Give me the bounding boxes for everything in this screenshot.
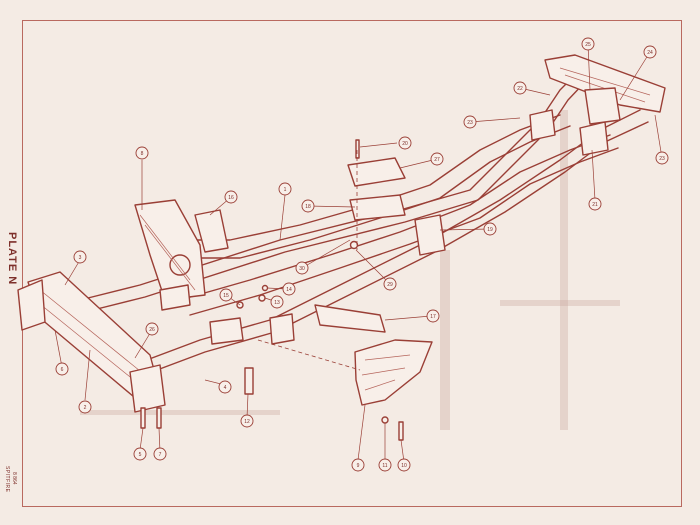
bolt-28 (355, 139, 360, 159)
callout-3: 3 (73, 250, 87, 264)
callout-12: 12 (240, 414, 254, 428)
svg-text:10: 10 (401, 463, 407, 469)
small-link (244, 367, 254, 395)
svg-text:17: 17 (430, 314, 436, 320)
detached-mount (354, 339, 433, 406)
callout-11: 11 (378, 458, 392, 472)
svg-text:23: 23 (659, 156, 665, 162)
rear-right-mount (579, 121, 609, 156)
svg-text:24: 24 (647, 50, 653, 56)
center-bracket (349, 194, 406, 221)
nut-14 (261, 284, 269, 292)
bolt-10 (398, 421, 404, 441)
washer-13 (258, 294, 266, 302)
svg-text:8: 8 (141, 151, 144, 157)
mid-bracket-b (269, 313, 295, 345)
callout-13: 13 (270, 295, 284, 309)
callout-22: 22 (513, 81, 527, 95)
spacer-29 (349, 240, 359, 250)
svg-text:13: 13 (274, 300, 280, 306)
svg-text:12: 12 (244, 419, 250, 425)
callouts: 1 2 3 4 5 6 7 8 9 10 11 12 13 14 15 16 1… (55, 37, 669, 472)
svg-text:29: 29 (387, 282, 393, 288)
callout-25: 25 (581, 37, 595, 51)
front-right-bracket (129, 364, 166, 413)
callout-7: 7 (153, 447, 167, 461)
svg-text:5: 5 (139, 452, 142, 458)
callout-15: 15 (219, 288, 233, 302)
svg-text:30: 30 (299, 266, 305, 272)
svg-text:21: 21 (592, 202, 598, 208)
bolt-5 (140, 407, 146, 429)
callout-20: 20 (398, 136, 412, 150)
washer-11 (381, 416, 389, 424)
svg-text:4: 4 (224, 385, 227, 391)
callout-16: 16 (224, 190, 238, 204)
mounting-plate (347, 157, 406, 187)
chassis-frame (17, 54, 666, 441)
plate-border (22, 20, 682, 507)
svg-text:16: 16 (228, 195, 234, 201)
suspension-tower (134, 199, 206, 301)
svg-text:27: 27 (434, 157, 440, 163)
callout-8: 8 (135, 146, 149, 160)
svg-text:22: 22 (517, 86, 523, 92)
callout-6: 6 (55, 362, 69, 376)
callout-2: 2 (78, 400, 92, 414)
svg-text:2: 2 (84, 405, 87, 411)
mid-bracket-a (159, 284, 191, 311)
callout-29: 29 (383, 277, 397, 291)
svg-text:19: 19 (487, 227, 493, 233)
svg-text:6: 6 (61, 367, 64, 373)
bolt-7 (156, 407, 162, 429)
callout-4: 4 (218, 380, 232, 394)
svg-text:3: 3 (79, 255, 82, 261)
svg-text:25: 25 (585, 42, 591, 48)
svg-text:11: 11 (382, 463, 387, 469)
callout-27: 27 (430, 152, 444, 166)
front-left-bracket (17, 279, 46, 331)
svg-text:18: 18 (305, 204, 311, 210)
svg-text:1: 1 (284, 187, 287, 193)
callout-24: 24 (643, 45, 657, 59)
rear-cross-member (544, 54, 666, 113)
bleed-through-texture (80, 110, 620, 430)
rear-left-mount (529, 109, 556, 141)
svg-text:20: 20 (402, 141, 408, 147)
callout-21: 21 (588, 197, 602, 211)
svg-text:14: 14 (286, 287, 292, 293)
callout-30: 30 (295, 261, 309, 275)
svg-text:23: 23 (467, 120, 473, 126)
callout-14: 14 (282, 282, 296, 296)
callout-23-rear: 23 (655, 151, 669, 165)
callout-18: 18 (301, 199, 315, 213)
callout-23: 23 (463, 115, 477, 129)
svg-text:15: 15 (223, 293, 229, 299)
callout-5: 5 (133, 447, 147, 461)
callout-19: 19 (483, 222, 497, 236)
svg-text:7: 7 (159, 452, 162, 458)
diff-mount (584, 87, 621, 125)
outrigger-19 (414, 214, 446, 256)
callout-10: 10 (397, 458, 411, 472)
callout-26: 26 (145, 322, 159, 336)
svg-text:9: 9 (357, 463, 360, 469)
outrigger-17 (314, 304, 386, 333)
tower-plate (194, 209, 229, 253)
svg-text:26: 26 (149, 327, 155, 333)
callout-1: 1 (278, 182, 292, 196)
mid-bracket-c (209, 317, 244, 345)
callout-17: 17 (426, 309, 440, 323)
callout-9: 9 (351, 458, 365, 472)
